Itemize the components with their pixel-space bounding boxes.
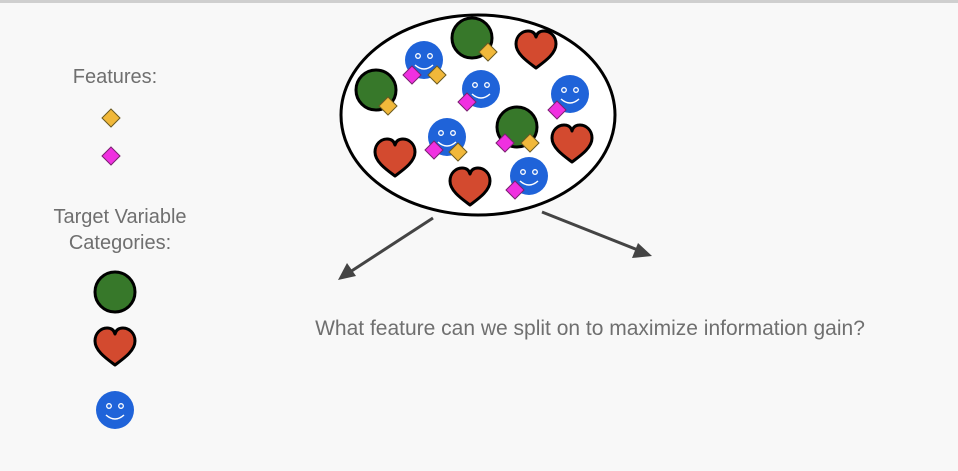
- left-split-arrow: [338, 216, 434, 280]
- magenta-diamond-icon: [101, 146, 121, 166]
- green-circle-icon: [93, 270, 137, 314]
- top-divider: [0, 0, 958, 3]
- target-categories-title: Target Variable Categories:: [20, 204, 220, 256]
- red-heart-icon: [93, 326, 137, 367]
- target-title-line2: Categories:: [68, 232, 172, 254]
- question-text: What feature can we split on to maximize…: [315, 317, 865, 340]
- blue-smiley-icon: [95, 390, 135, 430]
- right-split-arrow: [541, 210, 652, 258]
- target-title-line1: Target Variable: [53, 206, 187, 228]
- features-title: Features:: [72, 66, 158, 88]
- yellow-diamond-icon: [101, 108, 121, 128]
